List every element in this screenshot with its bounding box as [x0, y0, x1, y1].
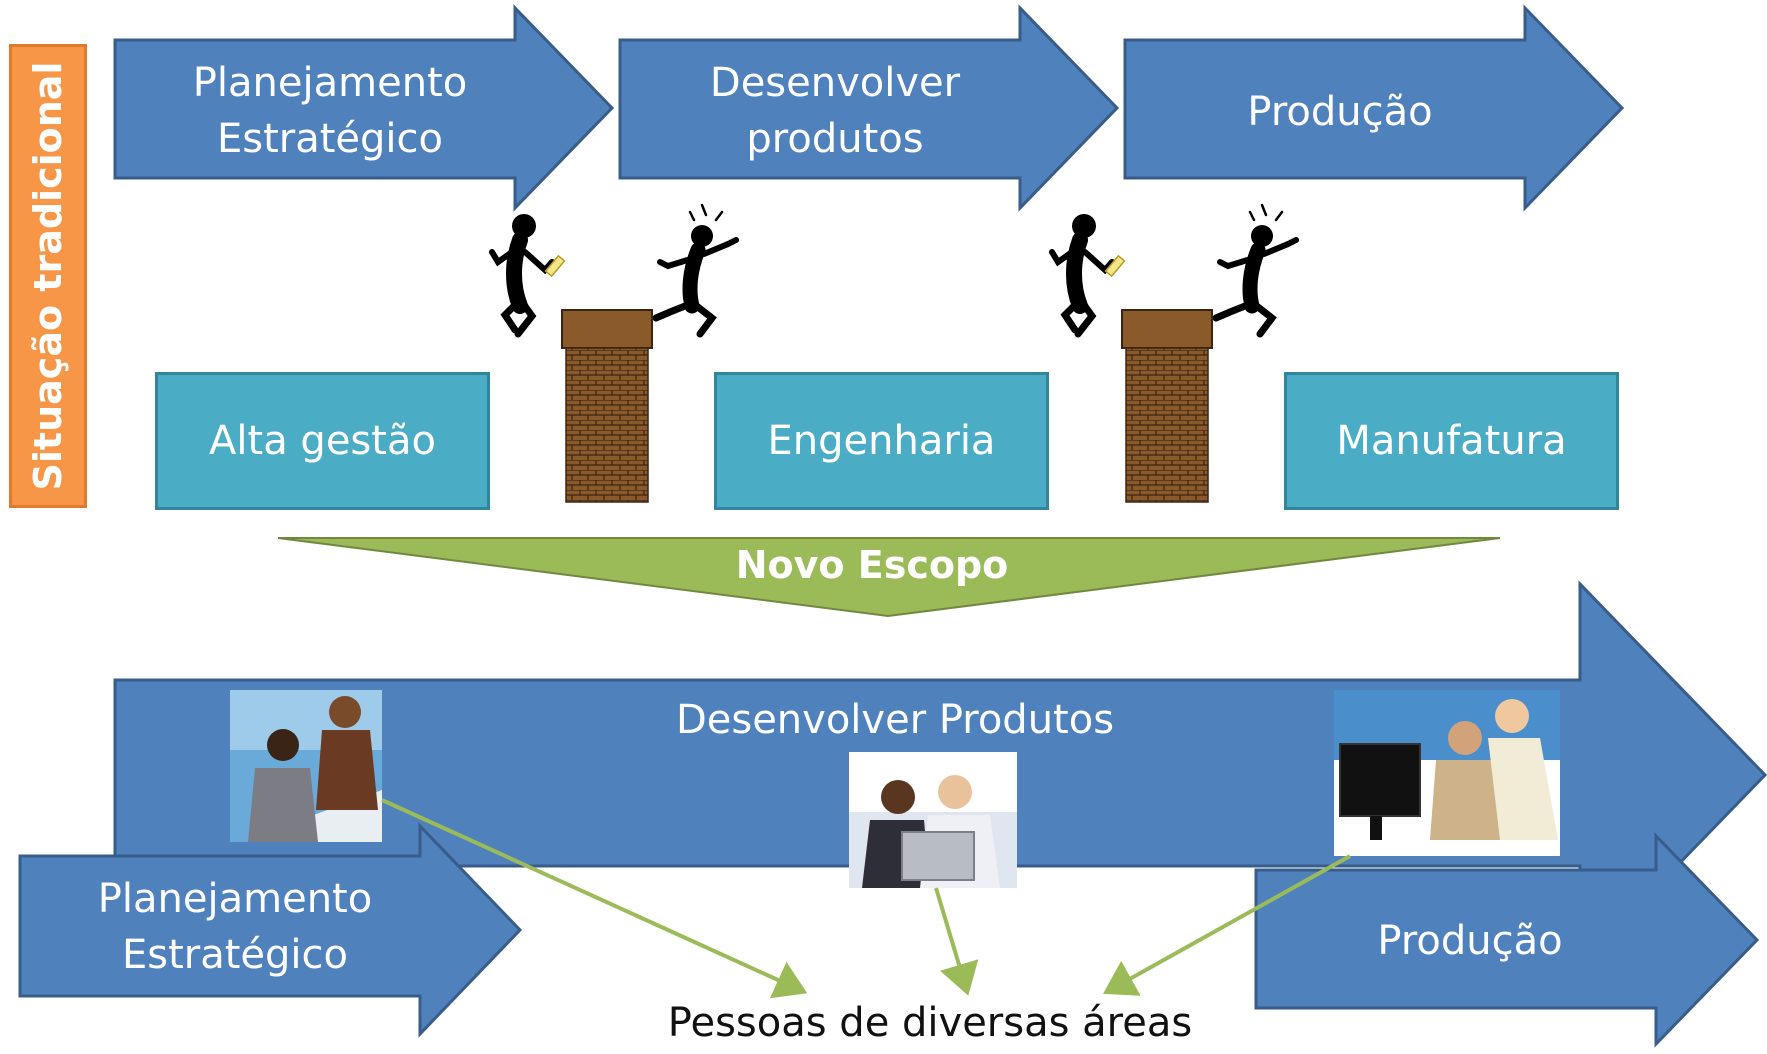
brick-wall-icon	[561, 309, 653, 503]
bottom-arrow-producao-label: Produção	[1377, 918, 1562, 964]
person-catching-icon	[652, 203, 739, 338]
top-arrow-planejamento: Planejamento Estratégico	[113, 4, 615, 212]
main-arrow-label: Desenvolver Produtos	[676, 697, 1114, 743]
business-people-icon-3	[1334, 690, 1560, 856]
top-arrow-producao: Produção	[1123, 4, 1625, 212]
bottom-arrow-planejamento: Planejamento Estratégico	[18, 822, 523, 1038]
pointer-arrows	[381, 798, 1351, 999]
person-throwing-icon-2	[1049, 214, 1126, 338]
department-alta-gestao-label: Alta gestão	[209, 418, 436, 464]
business-people-icon-2	[849, 752, 1017, 888]
caption-pessoas: Pessoas de diversas áreas	[667, 1000, 1193, 1046]
new-scope-arrow: Novo Escopo	[277, 537, 1501, 618]
person-catching-icon-2	[1212, 203, 1299, 338]
bottom-arrow-planejamento-line2: Estratégico	[122, 932, 348, 978]
top-arrow-planejamento-line1: Planejamento	[193, 60, 467, 106]
department-alta-gestao: Alta gestão	[155, 372, 490, 510]
department-engenharia-label: Engenharia	[767, 418, 996, 464]
side-label: Situação tradicional	[9, 44, 87, 508]
top-arrow-planejamento-line2: Estratégico	[217, 116, 443, 162]
top-arrow-desenvolver: Desenvolver produtos	[618, 4, 1120, 212]
brick-wall-icon-2	[1121, 309, 1213, 503]
bottom-arrow-producao: Produção	[1254, 832, 1760, 1048]
top-arrow-producao-label: Produção	[1247, 89, 1432, 135]
department-manufatura-label: Manufatura	[1336, 418, 1567, 464]
pointer-arrow-center	[934, 887, 979, 996]
business-people-icon	[230, 690, 382, 842]
person-throwing-icon	[489, 214, 566, 338]
department-manufatura: Manufatura	[1284, 372, 1619, 510]
department-engenharia: Engenharia	[714, 372, 1049, 510]
pointer-arrow-left	[381, 798, 808, 999]
top-arrow-desenvolver-line2: produtos	[746, 116, 923, 162]
pointer-arrow-right	[1103, 854, 1351, 996]
bottom-arrow-planejamento-line1: Planejamento	[98, 876, 372, 922]
top-arrow-desenvolver-line1: Desenvolver	[710, 60, 961, 106]
new-scope-label: Novo Escopo	[736, 543, 1009, 587]
